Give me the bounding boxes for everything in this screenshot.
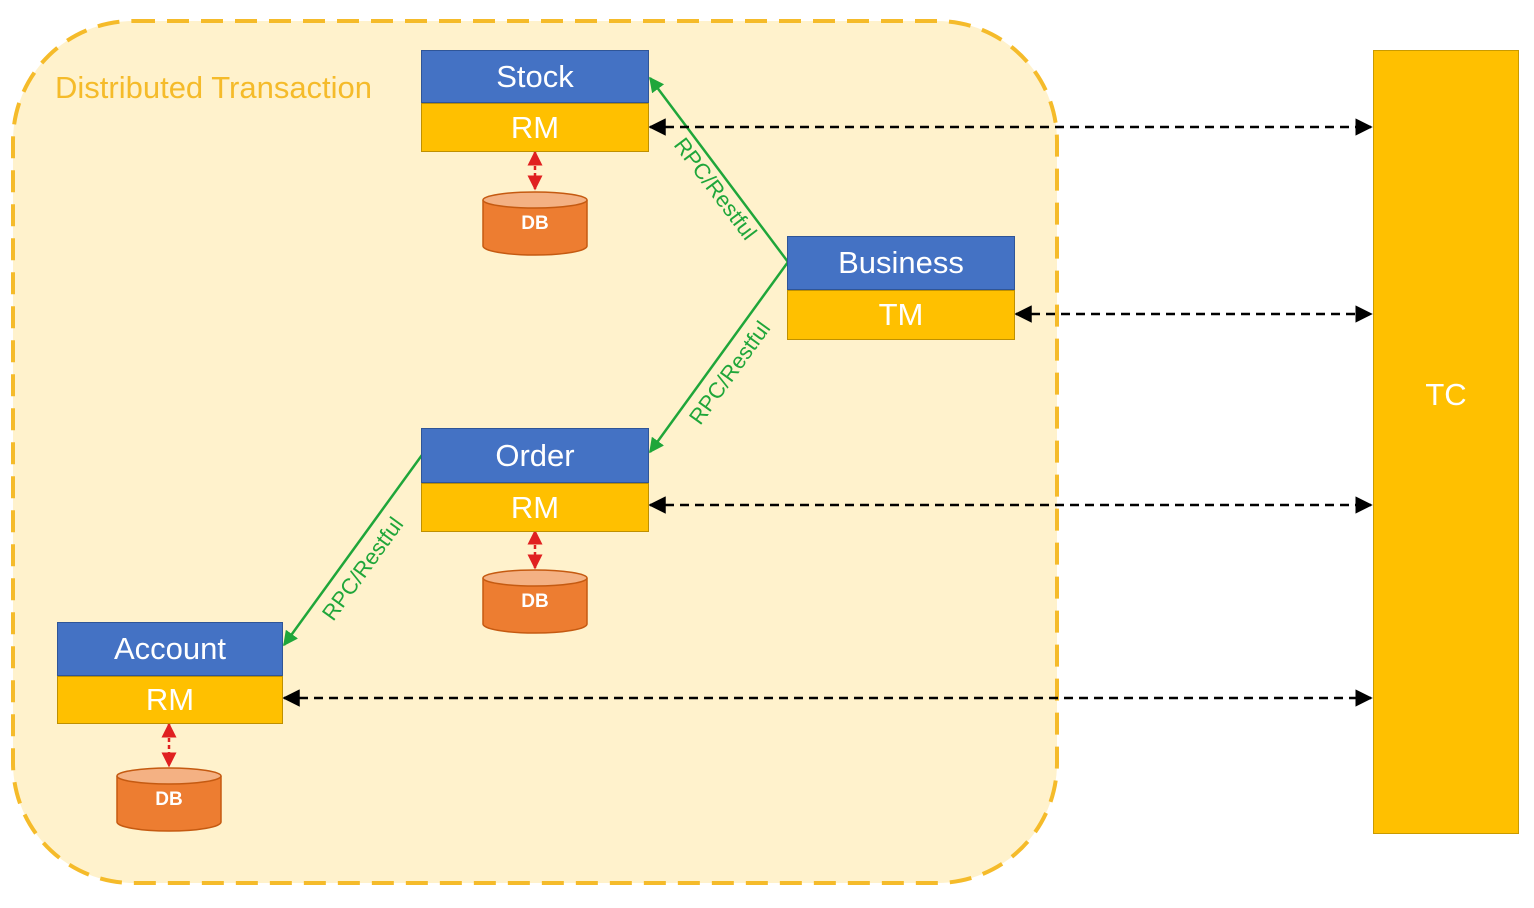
database-icon (482, 569, 588, 634)
order-database: DB (482, 569, 588, 634)
transaction-coordinator-label: TC (1425, 377, 1467, 412)
account-service-role: RM (57, 676, 283, 724)
order-service: Order RM (421, 428, 649, 532)
stock-service-name: Stock (421, 50, 649, 103)
stock-database-label: DB (521, 213, 549, 234)
account-database: DB (116, 767, 222, 832)
stock-database: DB (482, 191, 588, 256)
order-service-role: RM (421, 483, 649, 532)
business-service: Business TM (787, 236, 1015, 340)
business-service-name: Business (787, 236, 1015, 290)
database-icon (116, 767, 222, 832)
rpc-arrow-order-to-account (282, 454, 424, 647)
order-service-name: Order (421, 428, 649, 483)
rpc-arrow-business-to-stock (649, 76, 789, 263)
stock-service: Stock RM (421, 50, 649, 152)
stock-service-role: RM (421, 103, 649, 152)
account-database-label: DB (155, 789, 183, 810)
order-database-label: DB (521, 591, 549, 612)
rpc-arrow-business-to-order (648, 261, 790, 454)
business-service-role: TM (787, 290, 1015, 340)
account-service-name: Account (57, 622, 283, 676)
database-icon (482, 191, 588, 256)
region-label: Distributed Transaction (55, 70, 373, 105)
account-service: Account RM (57, 622, 283, 724)
transaction-coordinator: TC (1373, 50, 1519, 834)
